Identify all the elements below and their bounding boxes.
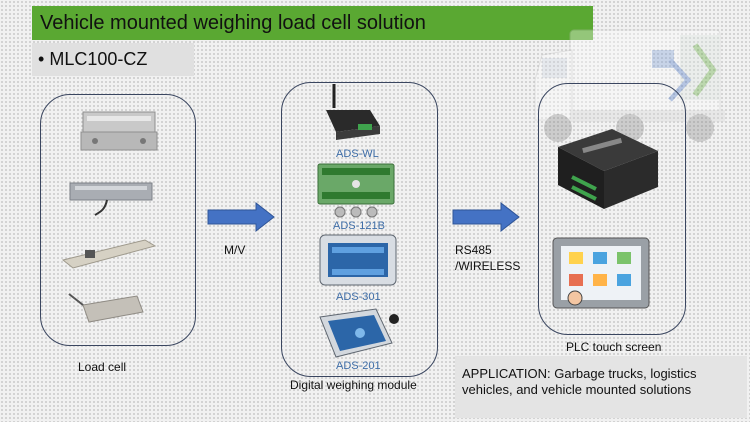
plc-controller-icon xyxy=(558,129,658,209)
module-label: ADS-121B xyxy=(333,220,385,232)
module-label: ADS-201 xyxy=(336,360,381,372)
load-cell-icon xyxy=(69,182,153,216)
weighing-module-group xyxy=(281,82,438,377)
arrow-right-icon xyxy=(207,202,275,232)
application-text: APPLICATION: Garbage trucks, logistics v… xyxy=(462,366,697,397)
subtitle-box xyxy=(32,43,194,76)
arrow-label-rs485: RS485 xyxy=(455,243,492,257)
load-cell-icon xyxy=(61,239,157,269)
module-box-icon xyxy=(319,308,399,358)
module-box-icon xyxy=(319,234,397,286)
subtitle-bullet: • xyxy=(38,49,45,69)
application-box xyxy=(455,356,747,418)
weighing-module-label: Digital weighing module xyxy=(290,378,417,392)
touch-screen-icon xyxy=(552,237,650,309)
load-cell-label: Load cell xyxy=(78,360,127,374)
load-cell-images xyxy=(61,111,158,323)
arrow-label-mv: M/V xyxy=(224,243,246,257)
subtitle-model: MLC100-CZ xyxy=(49,49,148,69)
load-cell-icon xyxy=(80,111,158,151)
subtitle: • MLC100-CZ xyxy=(38,49,147,70)
load-cell-icon xyxy=(68,293,144,323)
arrow-label-wireless: /WIRELESS xyxy=(455,259,521,273)
title-bar xyxy=(32,6,593,40)
arrow-right-icon xyxy=(452,202,520,232)
wireless-module-icon xyxy=(326,84,380,140)
junction-board-icon xyxy=(317,163,395,218)
page-title: Vehicle mounted weighing load cell solut… xyxy=(40,12,426,34)
module-label: ADS-301 xyxy=(336,291,381,303)
load-cell-group xyxy=(40,94,196,346)
plc-label: PLC touch screen xyxy=(566,340,662,354)
module-label: ADS-WL xyxy=(336,148,379,160)
plc-group xyxy=(538,83,686,335)
